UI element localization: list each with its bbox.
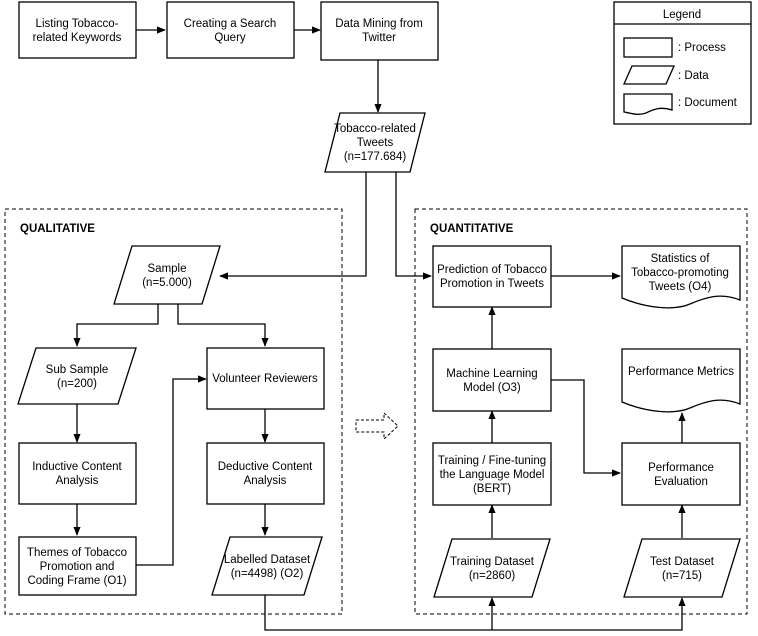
creating-query-node[interactable] xyxy=(166,1,295,59)
data-mining-node[interactable] xyxy=(320,1,439,61)
edges xyxy=(73,26,686,631)
deductive-analysis-label: Deductive Content xyxy=(218,461,313,473)
prediction-label: Prediction of Tobacco xyxy=(437,264,547,276)
nodes xyxy=(17,1,741,598)
legend: Legend : Process : Data : Document xyxy=(613,1,752,125)
legend-data-label: : Data xyxy=(678,70,709,82)
legend-process-label: : Process xyxy=(678,42,726,54)
edge-tweets-to-sample xyxy=(219,172,367,280)
legend-document-symbol xyxy=(623,93,673,115)
tobacco-tweets-label: Tobacco-related xyxy=(334,123,416,135)
listing-keywords-node[interactable] xyxy=(18,1,137,59)
test-dataset-label: Test Dataset xyxy=(650,556,715,568)
edge-sample-to-reviewers xyxy=(177,304,269,347)
inductive-analysis-label: Inductive Content xyxy=(32,461,122,473)
themes-label: Promotion and xyxy=(40,561,115,573)
legend-title: Legend xyxy=(663,9,701,21)
statistics-label: Tobacco-promoting xyxy=(631,267,729,279)
training-dataset-label: Training Dataset xyxy=(450,556,535,568)
quantitative-label: QUANTITATIVE xyxy=(430,223,514,235)
edge-sample-to-subsample xyxy=(73,304,159,347)
listing-keywords-label: Listing Tobacco- xyxy=(36,18,119,30)
sample-label: Sample xyxy=(148,263,187,275)
performance-evaluation-label: Performance xyxy=(648,462,714,474)
performance-evaluation-label: Evaluation xyxy=(654,476,708,488)
performance-evaluation-node[interactable] xyxy=(621,442,741,506)
section-transition-arrow xyxy=(355,411,399,441)
test-dataset-node[interactable] xyxy=(623,538,741,598)
training-finetuning-label: the Language Model xyxy=(440,469,545,481)
labelled-dataset-label: (n=4498) (O2) xyxy=(231,568,304,580)
volunteer-reviewers-node[interactable] xyxy=(206,347,325,410)
sub-sample-label: Sub Sample xyxy=(46,364,109,376)
training-dataset-node[interactable] xyxy=(433,538,551,598)
deductive-analysis-label: Analysis xyxy=(244,475,287,487)
edge-model-to-evaluation xyxy=(551,379,621,477)
legend-data-symbol xyxy=(622,65,676,85)
deductive-analysis-node[interactable] xyxy=(206,442,325,505)
themes-label: Coding Frame (O1) xyxy=(27,575,126,587)
inductive-analysis-node[interactable] xyxy=(18,442,137,505)
tobacco-tweets-node[interactable] xyxy=(324,112,426,173)
edge-labelled-to-test xyxy=(264,595,686,631)
data-mining-label: Twitter xyxy=(362,32,396,44)
quantitative-section xyxy=(414,208,748,615)
themes-label: Themes of Tobacco xyxy=(27,547,127,559)
themes-node[interactable] xyxy=(18,536,137,596)
prediction-node[interactable] xyxy=(432,245,552,308)
prediction-label: Promotion in Tweets xyxy=(440,278,544,290)
test-dataset-label: (n=715) xyxy=(662,570,702,582)
sub-sample-node[interactable] xyxy=(17,347,137,405)
edge-themes-to-reviewers xyxy=(136,375,207,566)
node-labels: Listing Tobacco-related Keywords Creating… xyxy=(27,18,734,587)
sample-node[interactable] xyxy=(113,245,221,305)
creating-query-label: Query xyxy=(214,32,246,44)
qualitative-section xyxy=(4,208,343,615)
training-finetuning-label: Training / Fine-tuning xyxy=(438,455,546,467)
listing-keywords-label: related Keywords xyxy=(33,32,122,44)
statistics-label: Tweets (O4) xyxy=(649,281,712,293)
training-dataset-label: (n=2860) xyxy=(469,570,516,582)
volunteer-reviewers-label: Volunteer Reviewers xyxy=(212,373,318,385)
labelled-dataset-label: Labelled Dataset xyxy=(224,554,311,566)
sub-sample-label: (n=200) xyxy=(57,378,97,390)
legend-process-symbol xyxy=(623,37,673,58)
ml-model-node[interactable] xyxy=(432,348,552,412)
labelled-dataset-node[interactable] xyxy=(211,536,323,596)
edge-tweets-to-prediction xyxy=(395,172,432,280)
tobacco-tweets-label: (n=177.684) xyxy=(344,151,407,163)
legend-frame xyxy=(613,1,752,125)
performance-metrics-node[interactable] xyxy=(621,348,741,413)
training-finetuning-node[interactable] xyxy=(432,442,552,506)
tobacco-tweets-label: Tweets xyxy=(357,137,394,149)
training-finetuning-label: (BERT) xyxy=(473,483,511,495)
ml-model-label: Machine Learning xyxy=(446,368,537,380)
legend-document-label: : Document xyxy=(678,97,738,109)
performance-metrics-label: Performance Metrics xyxy=(628,366,734,378)
statistics-label: Statistics of xyxy=(651,253,711,265)
inductive-analysis-label: Analysis xyxy=(56,475,99,487)
qualitative-label: QUALITATIVE xyxy=(20,223,95,235)
ml-model-label: Model (O3) xyxy=(463,382,521,394)
data-mining-label: Data Mining from xyxy=(335,18,423,30)
creating-query-label: Creating a Search xyxy=(184,18,277,30)
sample-label: (n=5.000) xyxy=(142,277,192,289)
statistics-node[interactable] xyxy=(621,245,741,309)
